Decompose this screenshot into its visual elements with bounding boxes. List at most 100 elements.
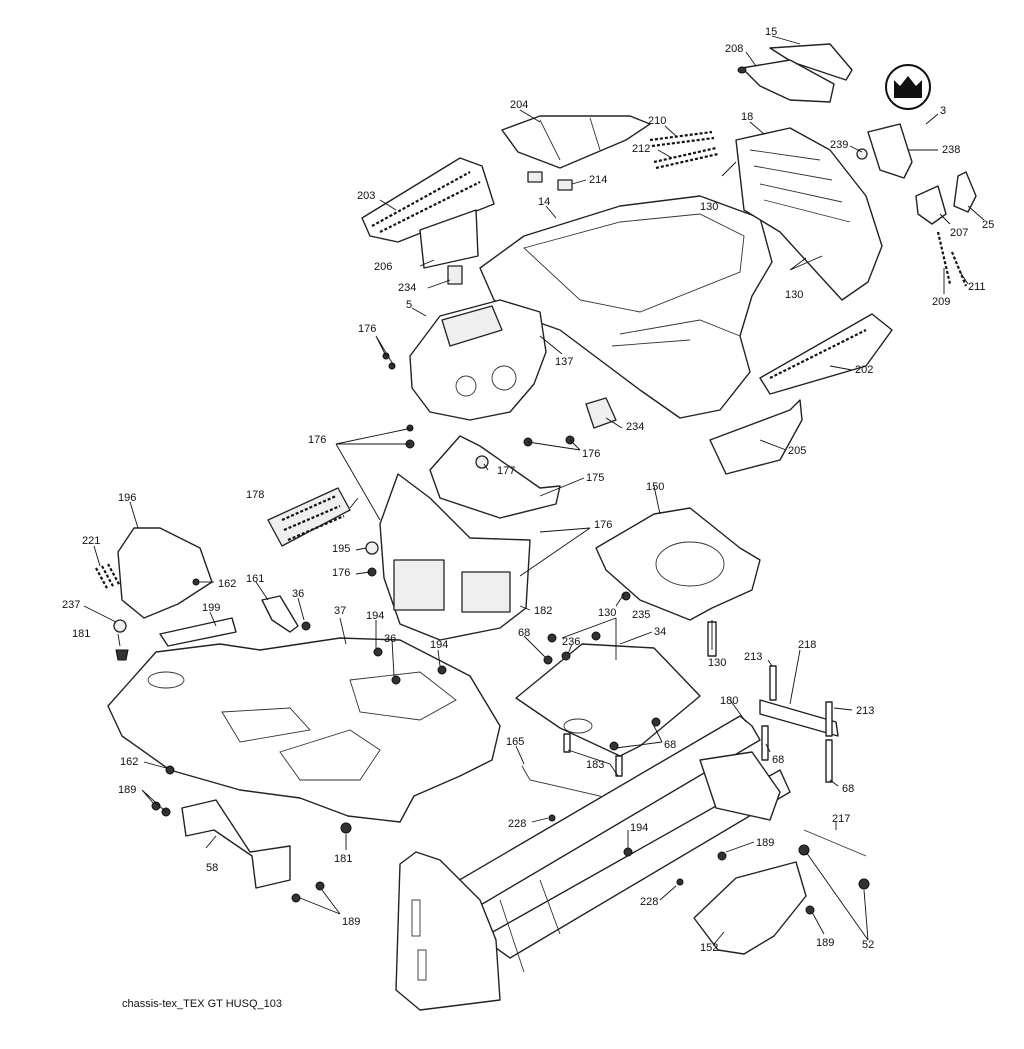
callout-176-b: 176: [308, 434, 326, 446]
callout-178: 178: [246, 489, 264, 501]
part-178-slots: [281, 494, 345, 542]
callout-3: 3: [940, 105, 946, 117]
part-221-decal: [95, 563, 121, 591]
part-175-bracket: [429, 435, 561, 519]
part-196-seat-cover: [117, 527, 213, 619]
callout-175: 175: [586, 472, 604, 484]
part-14-hood-vent: [611, 319, 741, 347]
callout-183: 183: [586, 759, 604, 771]
part-189-bolt-5: [717, 851, 727, 861]
callout-196: 196: [118, 492, 136, 504]
part-208-screw: [737, 66, 747, 74]
part-37-pocket: [349, 671, 457, 721]
diagram-caption: chassis-tex_TEX GT HUSQ_103: [122, 998, 282, 1010]
callout-211: 211: [968, 281, 986, 293]
part-194-nut: [373, 647, 383, 657]
part-177-grommet: [475, 455, 489, 469]
callout-176-c: 176: [582, 448, 600, 460]
callout-205: 205: [788, 445, 806, 457]
callout-213-a: 213: [744, 651, 762, 663]
part-214-clip: [527, 171, 543, 183]
part-239-bulb: [856, 148, 868, 160]
part-235-nut: [547, 633, 557, 643]
part-180-slot-2: [417, 949, 427, 981]
callout-15: 15: [765, 26, 777, 38]
callout-217: 217: [832, 813, 850, 825]
callout-189-d: 189: [816, 937, 834, 949]
callout-68-c: 68: [664, 739, 676, 751]
part-152-cover: [693, 861, 807, 955]
callout-234-b: 234: [626, 421, 644, 433]
part-150-cutout: [655, 541, 725, 587]
part-37-console: [279, 729, 381, 781]
part-194-nut-2: [437, 665, 447, 675]
part-203-grille: [361, 157, 495, 243]
callout-152: 152: [700, 942, 718, 954]
part-180-crossmember: [499, 879, 561, 973]
part-214-clip-2: [557, 179, 573, 191]
callout-212: 212: [632, 143, 650, 155]
logo-crown-icon: [894, 76, 922, 98]
part-209-strip: [936, 231, 952, 285]
callout-195: 195: [332, 543, 350, 555]
part-68-nut-4: [609, 741, 619, 751]
callout-238: 238: [942, 144, 960, 156]
part-34-hole: [563, 718, 593, 734]
callout-130-a: 130: [700, 201, 718, 213]
part-205-plate: [709, 399, 803, 475]
part-212-decal: [653, 146, 719, 170]
callout-206: 206: [374, 261, 392, 273]
callout-176-a: 176: [358, 323, 376, 335]
part-181-bolt-2: [340, 822, 352, 834]
part-34-plate: [515, 643, 701, 757]
callout-37: 37: [334, 605, 346, 617]
part-37-cup: [147, 671, 185, 689]
part-5-dashboard: [409, 299, 547, 421]
part-18-hood-front: [735, 127, 883, 301]
part-180-front-plate: [395, 851, 501, 1011]
part-182-window-2: [461, 571, 511, 613]
callout-236: 236: [562, 636, 580, 648]
part-206-bracket: [419, 209, 479, 269]
leader-lines: [83, 35, 985, 945]
callout-189-a: 189: [118, 784, 136, 796]
part-176-screw-2: [388, 362, 396, 370]
part-180-slot: [411, 899, 421, 937]
callout-209: 209: [932, 296, 950, 308]
part-194-nut-3: [623, 847, 633, 857]
callout-228-b: 228: [640, 896, 658, 908]
callout-214: 214: [589, 174, 607, 186]
callout-180: 180: [720, 695, 738, 707]
part-183-bolt-2: [615, 755, 623, 777]
part-189-bolt-3: [291, 893, 301, 903]
part-217-rod: [803, 829, 867, 857]
part-208-trim: [741, 59, 835, 103]
callout-199: 199: [202, 602, 220, 614]
part-36-screw: [301, 621, 311, 631]
callout-130-c: 130: [598, 607, 616, 619]
callout-137: 137: [555, 356, 573, 368]
callout-234-a: 234: [398, 282, 416, 294]
part-211-strip: [950, 251, 968, 287]
callout-25: 25: [982, 219, 994, 231]
callout-194-b: 194: [430, 639, 448, 651]
callout-228-a: 228: [508, 818, 526, 830]
part-68-bolt-2: [761, 725, 769, 761]
part-210-decal: [649, 130, 715, 148]
part-68-nut-2: [591, 631, 601, 641]
part-213-bolt: [769, 665, 777, 701]
callout-52: 52: [862, 939, 874, 951]
part-203-grille-slats: [371, 171, 481, 233]
part-37-fender: [107, 637, 501, 823]
callout-237: 237: [62, 599, 80, 611]
callout-203: 203: [357, 190, 375, 202]
callout-130-d: 130: [708, 657, 726, 669]
part-238-bezel: [867, 123, 913, 179]
part-228-bolt-2: [676, 878, 684, 886]
part-161-clip: [261, 595, 299, 633]
part-14-hood-panel: [523, 213, 745, 313]
callout-235: 235: [632, 609, 650, 621]
callout-18: 18: [741, 111, 753, 123]
